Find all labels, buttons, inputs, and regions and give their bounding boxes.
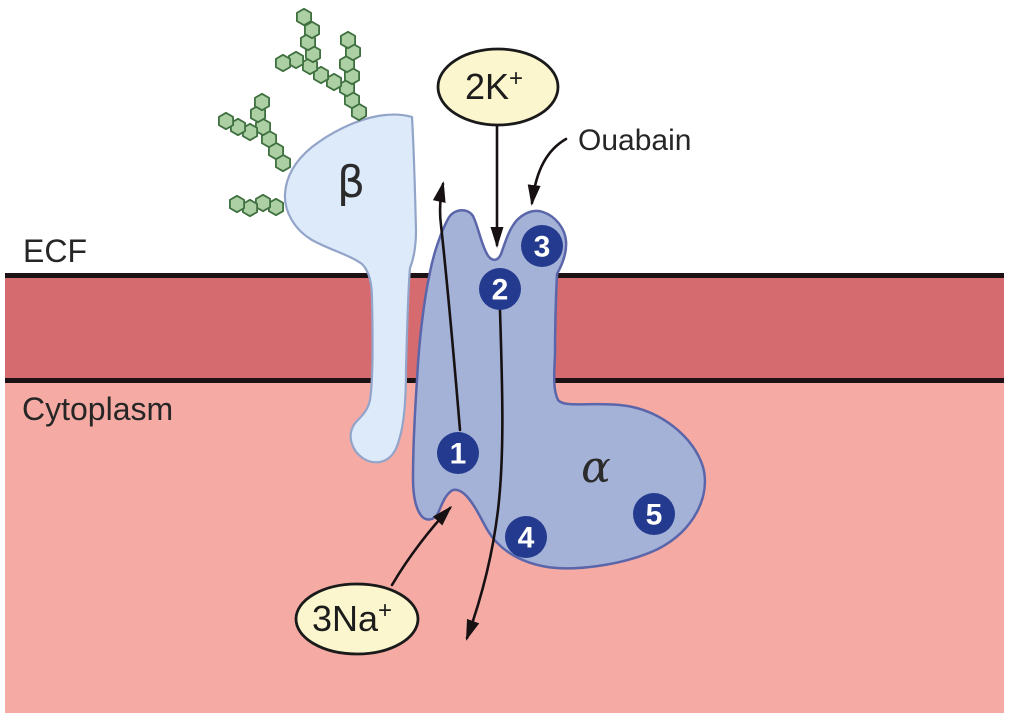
potassium-text: 2K+: [465, 65, 523, 107]
glycan-chain-bottom: [228, 193, 285, 218]
sodium-text: 3Na+: [312, 597, 392, 639]
site-4-marker: 4: [505, 516, 547, 558]
site-2-marker: 2: [479, 268, 521, 310]
beta-subunit-shape: [283, 113, 418, 464]
site-4-circle: [505, 516, 547, 558]
sodium-oval: [294, 582, 420, 656]
site-4-number: 4: [518, 522, 535, 555]
glycan-sugar-hexagon: [287, 50, 305, 70]
ecf-label: ECF: [23, 233, 87, 269]
glycan-sugar-hexagon: [339, 30, 357, 50]
ouabain-pointer-arrow: [527, 137, 568, 206]
glycan-chain-middle: [217, 92, 292, 173]
glycan-sugar-hexagon: [228, 194, 246, 214]
potassium-release-arrow: [465, 308, 504, 641]
potassium-charge: +: [509, 65, 523, 92]
sodium-entry-arrow: [390, 505, 453, 587]
site-5-circle: [633, 493, 675, 535]
site-1-number: 1: [450, 438, 467, 471]
glycan-sugar-hexagon: [241, 122, 259, 142]
glycan-chain-top: [274, 7, 368, 122]
site-5-marker: 5: [633, 493, 675, 535]
glycan-sugar-hexagon: [303, 20, 321, 40]
potassium-ion-label: 2K+: [436, 47, 560, 127]
site-3-number: 3: [534, 231, 551, 264]
sodium-charge: +: [378, 597, 392, 624]
potassium-base: 2K: [465, 66, 509, 107]
beta-subunit-label: β: [337, 157, 365, 208]
sodium-base: 3Na: [312, 598, 379, 639]
glycan-sugar-hexagon: [267, 197, 285, 217]
glycan-sugar-hexagon: [254, 193, 272, 213]
site-2-circle: [479, 268, 521, 310]
cytoplasm-label: Cytoplasm: [22, 391, 173, 427]
alpha-subunit-label: α: [581, 442, 611, 493]
glycan-sugar-hexagon: [274, 53, 292, 73]
glycan-sugar-hexagon: [229, 117, 247, 137]
potassium-oval: [436, 47, 560, 127]
site-3-marker: 3: [521, 225, 563, 267]
site-3-circle: [521, 225, 563, 267]
glycan-sugar-hexagon: [325, 72, 343, 92]
sodium-exit-arrow: [432, 181, 462, 432]
glycan-sugar-hexagon: [253, 92, 271, 112]
sodium-ion-label: 3Na+: [294, 582, 420, 656]
site-1-circle: [437, 432, 479, 474]
glycan-sugar-hexagon: [217, 111, 235, 131]
glycan-sugar-hexagon: [241, 198, 259, 218]
glycan-sugar-hexagon: [295, 7, 313, 27]
site-2-number: 2: [492, 274, 509, 307]
site-5-number: 5: [646, 499, 663, 532]
site-1-marker: 1: [437, 432, 479, 474]
ouabain-label: Ouabain: [578, 124, 691, 157]
